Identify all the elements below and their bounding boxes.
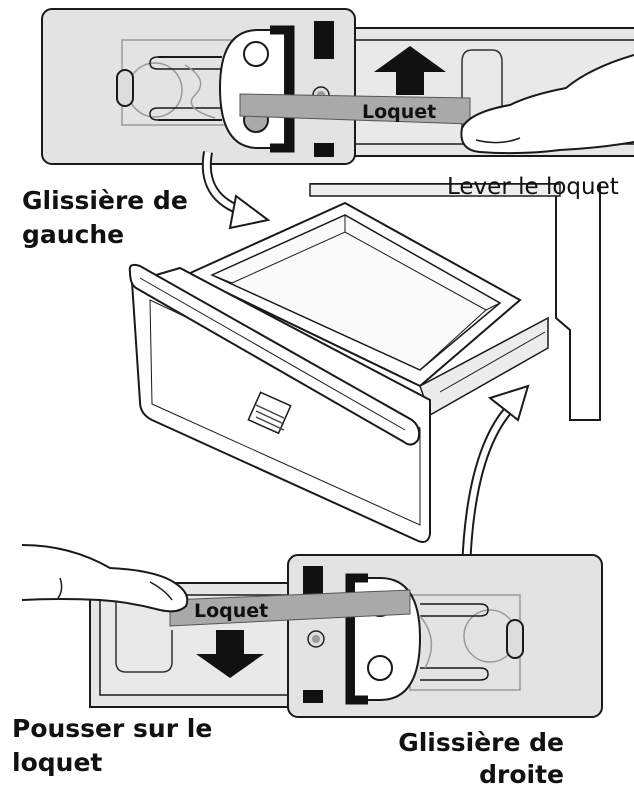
right-slide-panel — [287, 554, 603, 718]
curved-arrow-icon — [461, 384, 530, 571]
right-slide-label-line2: droite — [479, 760, 564, 789]
curved-arrow-icon — [201, 151, 271, 230]
latch-label-top: Loquet — [362, 101, 436, 123]
right-slide-detail: Loquet — [21, 544, 603, 718]
push-latch-label-line1: Pousser sur le — [12, 714, 213, 743]
warming-drawer — [128, 183, 601, 543]
arrow-down-icon — [196, 630, 264, 678]
hand-icon — [460, 54, 634, 155]
left-slide-panel — [41, 8, 356, 165]
latch-label-bottom: Loquet — [194, 600, 268, 622]
left-slide-label-line2: gauche — [22, 220, 125, 249]
right-latch-bar — [169, 589, 411, 627]
arrow-up-icon — [374, 46, 446, 95]
hand-icon — [21, 544, 189, 613]
right-slide-label-line1: Glissière de — [398, 728, 564, 757]
push-latch-label-line2: loquet — [12, 748, 103, 777]
lift-latch-label: Lever le loquet — [447, 174, 619, 200]
left-slide-detail: Loquet — [41, 8, 634, 165]
left-slide-label-line1: Glissière de — [22, 186, 188, 215]
